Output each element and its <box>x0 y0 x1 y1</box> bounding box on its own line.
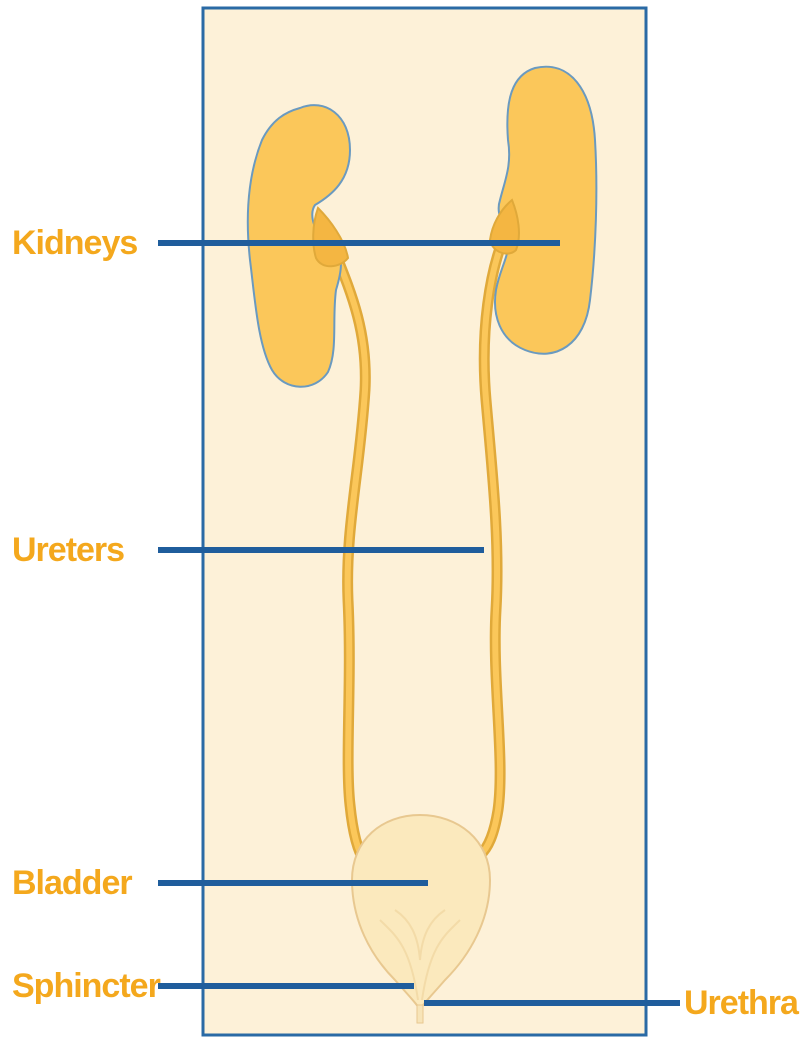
kidneys-label: Kidneys <box>12 226 137 260</box>
ureters-label: Ureters <box>12 533 124 567</box>
urethra-label: Urethra <box>684 986 798 1020</box>
urethra-tube <box>417 1005 423 1023</box>
sphincter-label: Sphincter <box>12 969 160 1003</box>
bladder-label: Bladder <box>12 866 132 900</box>
